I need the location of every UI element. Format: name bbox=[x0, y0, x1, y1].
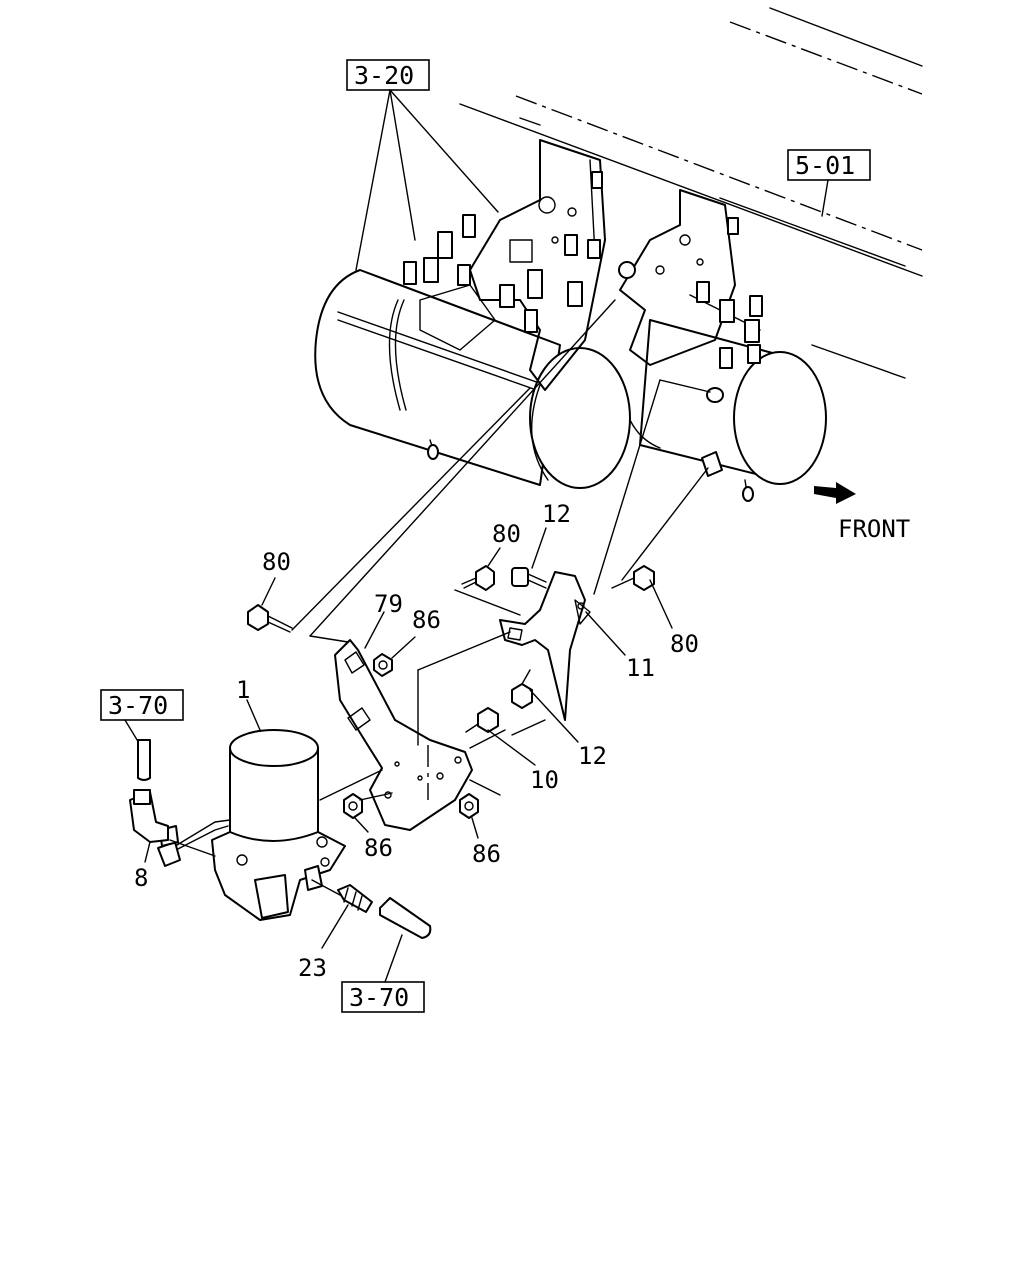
nut-86-top bbox=[373, 653, 393, 677]
bracket-79 bbox=[334, 639, 473, 831]
callout-1: 1 bbox=[236, 676, 250, 704]
callout-86-top: 86 bbox=[412, 606, 441, 634]
svg-text:3-20: 3-20 bbox=[354, 61, 414, 90]
hose-bottom bbox=[379, 897, 432, 939]
bolt-80-left bbox=[247, 604, 293, 633]
callout-23: 23 bbox=[298, 954, 327, 982]
ref-box-3-20[interactable]: 3-20 bbox=[346, 59, 430, 91]
fitting-23 bbox=[337, 884, 373, 913]
callout-80-mid: 80 bbox=[492, 520, 521, 548]
svg-text:5-01: 5-01 bbox=[795, 151, 855, 180]
callout-leaders bbox=[144, 527, 673, 949]
callout-12-lower: 12 bbox=[578, 742, 607, 770]
callout-11: 11 bbox=[626, 654, 655, 682]
callout-80-right: 80 bbox=[670, 630, 699, 658]
air-dryer bbox=[157, 729, 346, 921]
bolt-12-top bbox=[511, 567, 547, 589]
bracket-11 bbox=[499, 571, 591, 721]
bolt-10 bbox=[465, 707, 499, 733]
svg-text:3-70: 3-70 bbox=[108, 691, 168, 720]
front-label: FRONT bbox=[838, 515, 910, 543]
hose-stub-top bbox=[137, 739, 151, 781]
elbow-fitting-8 bbox=[129, 789, 169, 843]
bolt-80-mid bbox=[461, 565, 495, 591]
front-arrow-icon bbox=[814, 482, 856, 504]
callout-10: 10 bbox=[530, 766, 559, 794]
callout-80-left: 80 bbox=[262, 548, 291, 576]
ref-box-3-70-top[interactable]: 3-70 bbox=[100, 689, 184, 721]
ref-box-3-70-bottom[interactable]: 3-70 bbox=[341, 981, 425, 1013]
air-tank-left bbox=[314, 269, 631, 489]
svg-text:3-70: 3-70 bbox=[349, 983, 409, 1012]
tank-fittings bbox=[403, 171, 763, 502]
callout-79: 79 bbox=[374, 590, 403, 618]
assembly-lines bbox=[169, 299, 711, 896]
bolt-80-right bbox=[611, 565, 655, 591]
callout-8: 8 bbox=[134, 864, 148, 892]
frame-rails bbox=[459, 7, 923, 379]
nut-86-right bbox=[459, 793, 479, 819]
callout-12-top: 12 bbox=[542, 500, 571, 528]
ref-box-5-01[interactable]: 5-01 bbox=[787, 149, 871, 181]
nut-86-left bbox=[343, 793, 363, 819]
callout-86-left: 86 bbox=[364, 834, 393, 862]
callout-86-right: 86 bbox=[472, 840, 501, 868]
crossmember-right bbox=[619, 189, 736, 366]
air-tank-right bbox=[629, 294, 827, 485]
bolt-12-lower bbox=[511, 669, 533, 709]
